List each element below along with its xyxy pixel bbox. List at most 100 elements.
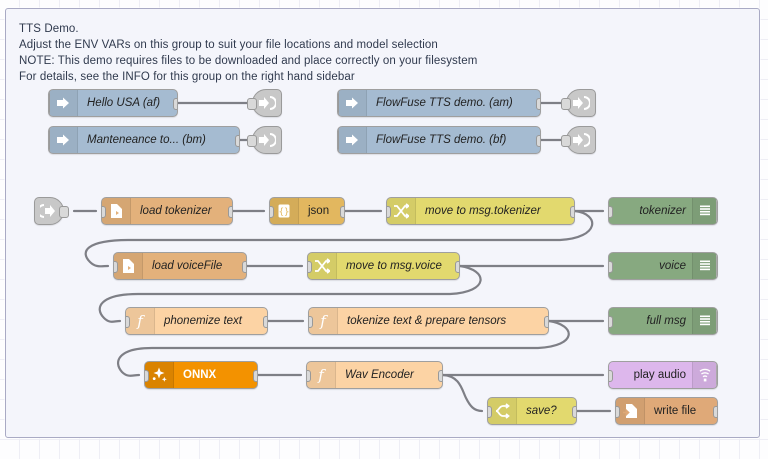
inject-button[interactable] (49, 90, 50, 116)
node-label: play audio (633, 369, 686, 381)
node-inject-maintenance[interactable]: Manteneance to... (bm) (48, 126, 240, 154)
input-port[interactable] (247, 135, 257, 147)
input-port[interactable] (609, 206, 613, 218)
node-label: move to msg.tokenizer (425, 205, 541, 217)
input-port[interactable] (114, 261, 118, 273)
node-link-out-1[interactable] (247, 89, 282, 117)
node-save-switch[interactable]: save? (487, 397, 577, 425)
output-port[interactable] (536, 135, 540, 147)
debug-toggle-button[interactable] (716, 198, 717, 224)
node-label: ONNX (183, 369, 217, 381)
input-port[interactable] (126, 316, 130, 328)
play-audio-button[interactable] (716, 362, 717, 388)
file-out-icon (616, 398, 645, 424)
node-link-out-3[interactable] (561, 89, 596, 117)
node-link-out-2[interactable] (247, 126, 282, 154)
node-inject-hello-usa[interactable]: Hello USA (af) (48, 89, 178, 117)
input-port[interactable] (145, 370, 149, 382)
input-port[interactable] (307, 370, 311, 382)
node-label: load voiceFile (152, 260, 223, 272)
input-port[interactable] (247, 98, 257, 110)
output-port[interactable] (263, 316, 267, 328)
group-comment-line-2: Adjust the ENV VARs on this group to sui… (19, 39, 438, 51)
input-port[interactable] (609, 261, 613, 273)
node-label: tokenizer (639, 205, 686, 217)
node-label: Hello USA (af) (87, 97, 161, 109)
node-label: json (308, 205, 330, 217)
node-load-voicefile[interactable]: load voiceFile (113, 252, 247, 280)
node-inject-flowfuse-bf[interactable]: FlowFuse TTS demo. (bf) (337, 126, 541, 154)
output-port[interactable] (173, 98, 177, 110)
input-port[interactable] (609, 370, 613, 382)
output-port[interactable] (340, 206, 344, 218)
node-write-file[interactable]: write file (615, 397, 718, 425)
node-tokenize-prepare-tensors[interactable]: f tokenize text & prepare tensors (308, 307, 549, 335)
output-port[interactable] (455, 261, 459, 273)
node-debug-tokenizer[interactable]: tokenizer (608, 197, 718, 225)
node-wav-encoder[interactable]: f Wav Encoder (306, 361, 443, 389)
speaker-waves-icon (692, 362, 717, 388)
output-port[interactable] (235, 135, 239, 147)
output-port[interactable] (544, 316, 548, 328)
node-load-tokenizer[interactable]: load tokenizer (101, 197, 233, 225)
node-label: FlowFuse TTS demo. (am) (376, 97, 513, 109)
input-port[interactable] (102, 206, 106, 218)
inject-arrow-icon (49, 90, 78, 116)
input-port[interactable] (488, 406, 492, 418)
debug-toggle-button[interactable] (716, 308, 717, 334)
shuffle-icon (308, 253, 337, 279)
group-comment-line-4: For details, see the INFO for this group… (19, 71, 355, 83)
output-port[interactable] (572, 406, 576, 418)
node-link-out-4[interactable] (561, 126, 596, 154)
output-port[interactable] (438, 370, 442, 382)
output-port[interactable] (253, 370, 257, 382)
output-port[interactable] (242, 261, 246, 273)
input-port[interactable] (387, 206, 391, 218)
node-debug-full-msg[interactable]: full msg (608, 307, 718, 335)
node-json[interactable]: {} json (269, 197, 345, 225)
inject-button[interactable] (338, 127, 339, 153)
braces-icon: {} (270, 198, 299, 224)
svg-text:f: f (136, 313, 145, 329)
node-debug-voice[interactable]: voice (608, 252, 718, 280)
input-port[interactable] (616, 406, 620, 418)
input-port[interactable] (561, 98, 571, 110)
svg-text:{}: {} (279, 208, 290, 218)
input-port[interactable] (609, 316, 613, 328)
node-inject-flowfuse-am[interactable]: FlowFuse TTS demo. (am) (337, 89, 541, 117)
link-in-icon (40, 204, 55, 218)
input-port[interactable] (308, 261, 312, 273)
input-port[interactable] (309, 316, 313, 328)
input-port[interactable] (561, 135, 571, 147)
node-label: save? (526, 405, 557, 417)
input-port[interactable] (270, 206, 274, 218)
output-port[interactable] (570, 206, 574, 218)
file-icon (114, 253, 143, 279)
inject-arrow-icon (49, 127, 78, 153)
debug-toggle-button[interactable] (716, 253, 717, 279)
output-port[interactable] (59, 206, 69, 218)
output-port[interactable] (713, 406, 717, 418)
node-label: move to msg.voice (346, 260, 442, 272)
node-play-audio[interactable]: play audio (608, 361, 718, 389)
link-out-icon (259, 133, 276, 147)
output-port[interactable] (228, 206, 232, 218)
switch-icon (488, 398, 517, 424)
file-icon (102, 198, 131, 224)
node-label: Wav Encoder (345, 369, 414, 381)
inject-button[interactable] (49, 127, 50, 153)
debug-lines-icon (692, 198, 717, 224)
node-phonemize-text[interactable]: f phonemize text (125, 307, 268, 335)
svg-text:f: f (319, 313, 328, 329)
node-move-to-msg-tokenizer[interactable]: move to msg.tokenizer (386, 197, 575, 225)
svg-text:f: f (317, 367, 326, 383)
node-label: Manteneance to... (bm) (87, 134, 206, 146)
node-link-in-1[interactable] (34, 197, 69, 225)
node-label: FlowFuse TTS demo. (bf) (376, 134, 507, 146)
node-move-to-msg-voice[interactable]: move to msg.voice (307, 252, 460, 280)
output-port[interactable] (536, 98, 540, 110)
inject-button[interactable] (338, 90, 339, 116)
node-onnx[interactable]: ONNX (144, 361, 258, 389)
node-label: full msg (646, 315, 686, 327)
